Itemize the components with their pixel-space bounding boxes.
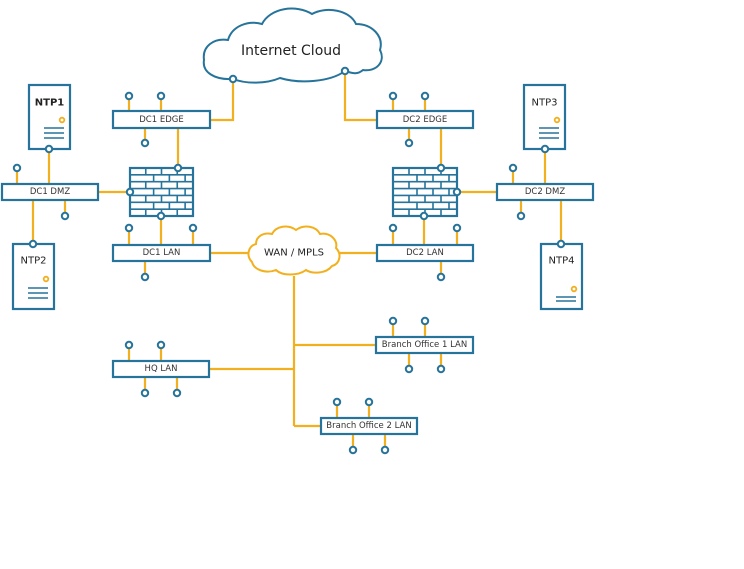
wan-cloud[interactable]: WAN / MPLS bbox=[247, 225, 341, 276]
segment-dc2-edge[interactable]: DC2 EDGE bbox=[375, 109, 475, 130]
segment-dc1-lan[interactable]: DC1 LAN bbox=[111, 243, 212, 263]
endpoint-node[interactable] bbox=[420, 91, 430, 101]
server-ntp2[interactable]: NTP2 bbox=[11, 239, 56, 311]
server-label: NTP3 bbox=[532, 98, 558, 109]
internet-cloud-label: Internet Cloud bbox=[241, 43, 341, 59]
endpoint-node[interactable] bbox=[388, 316, 398, 326]
segment-label: HQ LAN bbox=[145, 364, 178, 374]
firewall-port[interactable] bbox=[452, 187, 462, 197]
endpoint-node[interactable] bbox=[364, 397, 374, 407]
firewall-port[interactable] bbox=[156, 211, 166, 221]
firewall-port[interactable] bbox=[173, 163, 183, 173]
segment-label: Branch Office 1 LAN bbox=[382, 340, 467, 350]
endpoint-stubs bbox=[12, 91, 526, 455]
server-ntp3[interactable]: NTP3 bbox=[522, 83, 567, 154]
internet-cloud[interactable]: Internet Cloud bbox=[202, 7, 383, 84]
link-internet-dc2-edge bbox=[343, 71, 377, 122]
server-icon bbox=[27, 83, 72, 151]
endpoint-node[interactable] bbox=[508, 163, 518, 173]
endpoint-node[interactable] bbox=[436, 364, 446, 374]
endpoint-node[interactable] bbox=[60, 211, 70, 221]
endpoint-node[interactable] bbox=[156, 91, 166, 101]
server-port[interactable] bbox=[556, 239, 566, 249]
status-led-icon bbox=[553, 116, 561, 124]
segment-hq-lan[interactable]: HQ LAN bbox=[111, 359, 211, 379]
firewall-dc2[interactable] bbox=[391, 163, 462, 221]
firewall-port[interactable] bbox=[436, 163, 446, 173]
endpoint-node[interactable] bbox=[388, 223, 398, 233]
segment-dc2-lan[interactable]: DC2 LAN bbox=[375, 243, 475, 263]
endpoint-node[interactable] bbox=[124, 340, 134, 350]
endpoint-node[interactable] bbox=[420, 316, 430, 326]
status-led-icon bbox=[42, 275, 50, 283]
endpoint-node[interactable] bbox=[380, 445, 390, 455]
endpoint-node[interactable] bbox=[140, 388, 150, 398]
endpoint-node[interactable] bbox=[124, 223, 134, 233]
status-led-icon bbox=[58, 116, 66, 124]
firewall-dc1[interactable] bbox=[125, 163, 195, 221]
endpoint-node[interactable] bbox=[156, 340, 166, 350]
endpoint-node[interactable] bbox=[188, 223, 198, 233]
segment-label: Branch Office 2 LAN bbox=[326, 421, 411, 431]
segment-branch2-lan[interactable]: Branch Office 2 LAN bbox=[319, 416, 419, 436]
segment-label: DC2 EDGE bbox=[403, 115, 447, 125]
server-ntp1[interactable]: NTP1 bbox=[27, 83, 72, 154]
server-icon bbox=[539, 242, 584, 311]
segment-label: DC1 DMZ bbox=[30, 187, 70, 197]
cloud-icon bbox=[202, 7, 383, 84]
segment-branch1-lan[interactable]: Branch Office 1 LAN bbox=[374, 335, 475, 355]
server-port[interactable] bbox=[28, 239, 38, 249]
endpoint-node[interactable] bbox=[124, 91, 134, 101]
firewall-port[interactable] bbox=[125, 187, 135, 197]
segment-label: DC1 EDGE bbox=[139, 115, 183, 125]
firewall-icon bbox=[128, 166, 195, 218]
segment-label: DC2 DMZ bbox=[525, 187, 565, 197]
internet-port-left[interactable] bbox=[228, 74, 238, 84]
endpoint-node[interactable] bbox=[388, 91, 398, 101]
endpoint-node[interactable] bbox=[404, 138, 414, 148]
server-port[interactable] bbox=[44, 144, 54, 154]
wan-cloud-icon bbox=[247, 225, 341, 276]
status-led-icon bbox=[570, 285, 578, 293]
segment-label: DC1 LAN bbox=[143, 248, 181, 258]
links bbox=[31, 71, 563, 428]
endpoint-node[interactable] bbox=[452, 223, 462, 233]
endpoint-node[interactable] bbox=[404, 364, 414, 374]
server-label: NTP4 bbox=[549, 256, 575, 267]
server-port[interactable] bbox=[540, 144, 550, 154]
firewall-icon bbox=[391, 166, 459, 218]
segment-label: DC2 LAN bbox=[406, 248, 444, 258]
endpoint-node[interactable] bbox=[140, 138, 150, 148]
internet-port-right[interactable] bbox=[340, 66, 350, 76]
endpoint-node[interactable] bbox=[348, 445, 358, 455]
segment-dc2-dmz[interactable]: DC2 DMZ bbox=[495, 182, 595, 202]
link-internet-dc1-edge bbox=[210, 79, 235, 122]
endpoint-node[interactable] bbox=[516, 211, 526, 221]
wan-cloud-label: WAN / MPLS bbox=[264, 248, 324, 259]
endpoint-node[interactable] bbox=[332, 397, 342, 407]
segment-dc1-edge[interactable]: DC1 EDGE bbox=[111, 109, 212, 130]
endpoint-node[interactable] bbox=[12, 163, 22, 173]
server-label: NTP1 bbox=[35, 98, 65, 109]
server-label: NTP2 bbox=[21, 256, 47, 267]
endpoint-node[interactable] bbox=[436, 272, 446, 282]
server-icon bbox=[522, 83, 567, 151]
firewall-port[interactable] bbox=[419, 211, 429, 221]
segment-dc1-dmz[interactable]: DC1 DMZ bbox=[0, 182, 100, 202]
endpoint-node[interactable] bbox=[172, 388, 182, 398]
server-ntp4[interactable]: NTP4 bbox=[539, 239, 584, 311]
endpoint-node[interactable] bbox=[140, 272, 150, 282]
